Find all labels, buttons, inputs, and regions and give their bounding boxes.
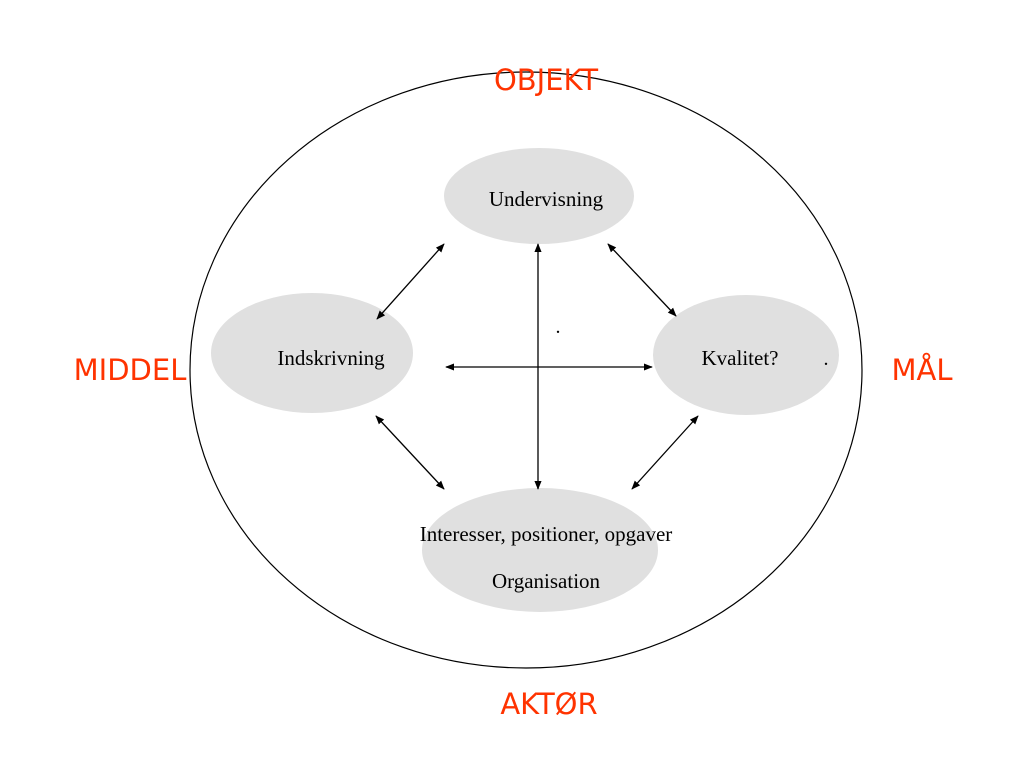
node-kvalitet-label: Kvalitet? — [702, 346, 779, 370]
node-organisation-oval — [422, 488, 658, 612]
node-kvalitet-oval — [653, 295, 839, 415]
label-middel: MIDDEL — [74, 353, 187, 387]
arrow-undervisning-indskrivning — [376, 243, 445, 320]
node-organisation-line2: Organisation — [492, 569, 601, 593]
node-indskrivning-oval — [211, 293, 413, 413]
stray-dot-center: . — [556, 316, 561, 338]
arrow-indskrivning-organisation — [375, 415, 445, 490]
arrow-kvalitet-organisation — [631, 415, 699, 490]
arrow-undervisning-kvalitet — [607, 243, 677, 317]
node-undervisning-label: Undervisning — [489, 187, 604, 211]
node-undervisning-oval — [444, 148, 634, 244]
outer-circle — [189, 71, 863, 669]
label-aktoer: AKTØR — [500, 687, 597, 721]
label-objekt: OBJEKT — [494, 63, 598, 97]
node-indskrivning-label: Indskrivning — [277, 346, 385, 370]
node-organisation-line1: Interesser, positioner, opgaver — [420, 522, 673, 546]
stray-dot-right: . — [824, 348, 829, 370]
label-maal: MÅL — [891, 353, 952, 387]
